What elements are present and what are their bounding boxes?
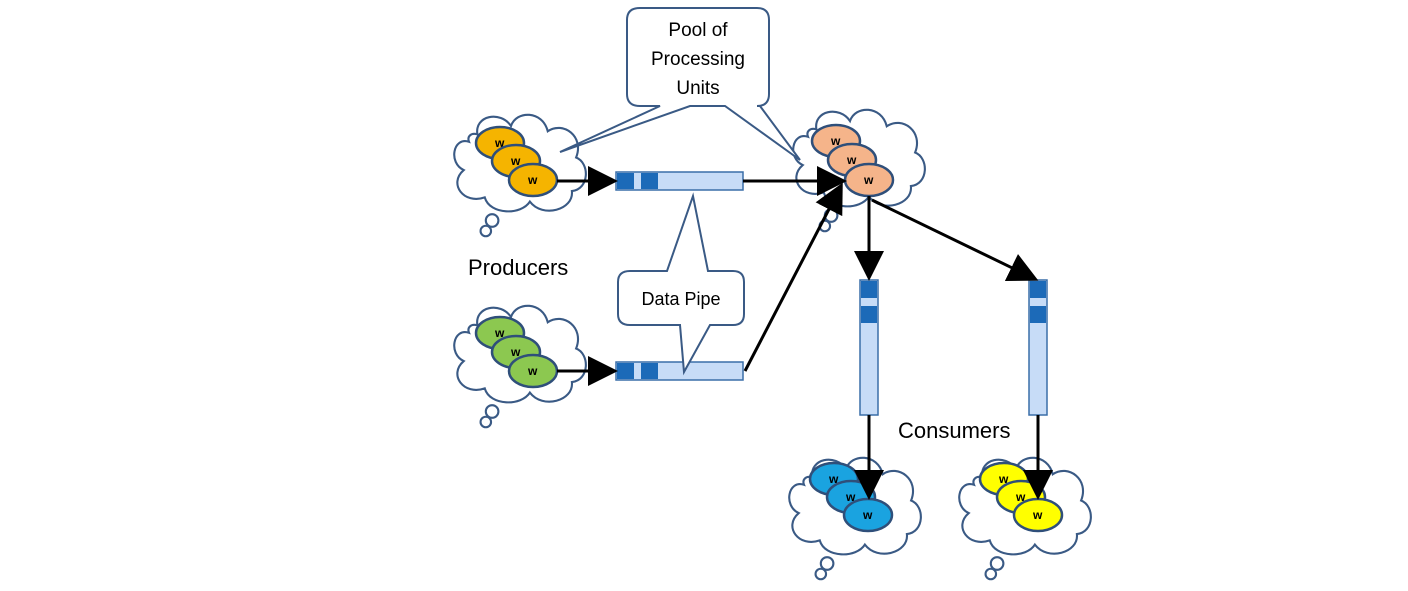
data-pipe-bottom (615, 361, 744, 381)
pool-callout-line-2: Processing (651, 49, 745, 70)
pool-callout: Pool of Processing Units (559, 7, 801, 161)
consumer-b-workers: w w w (978, 461, 1064, 533)
consumers-label: Consumers (898, 418, 1010, 443)
worker-label: w (846, 153, 857, 167)
data-pipe-consumer-b (1028, 279, 1048, 416)
worker-label: w (863, 173, 874, 187)
pool-callout-line-1: Pool of (668, 20, 728, 41)
worker-label: w (998, 472, 1009, 486)
arrow-pool-to-pipe-b (871, 198, 1039, 282)
data-pipe-consumer-a (859, 279, 879, 416)
data-pipe-top (615, 171, 744, 191)
pipe-callout-label: Data Pipe (641, 289, 720, 309)
worker-label: w (494, 326, 505, 340)
worker-label: w (1032, 508, 1043, 522)
worker-label: w (845, 490, 856, 504)
consumer-a-workers: w w w (808, 461, 894, 533)
producers-label: Producers (468, 255, 568, 280)
pool-callout-line-3: Units (676, 78, 719, 99)
worker-label: w (510, 154, 521, 168)
worker-label: w (830, 134, 841, 148)
flow-arrows (557, 166, 1053, 500)
worker-label: w (828, 472, 839, 486)
worker-label: w (862, 508, 873, 522)
worker-label: w (527, 364, 538, 378)
producer-a-workers: w w w (474, 125, 559, 198)
worker-label: w (527, 173, 538, 187)
arrow-pipe-bottom-to-pool (743, 182, 843, 372)
worker-label: w (494, 136, 505, 150)
producer-b-workers: w w w (474, 315, 559, 389)
worker-label: w (1015, 490, 1026, 504)
pipe-callout: Data Pipe (617, 192, 745, 376)
worker-label: w (510, 345, 521, 359)
